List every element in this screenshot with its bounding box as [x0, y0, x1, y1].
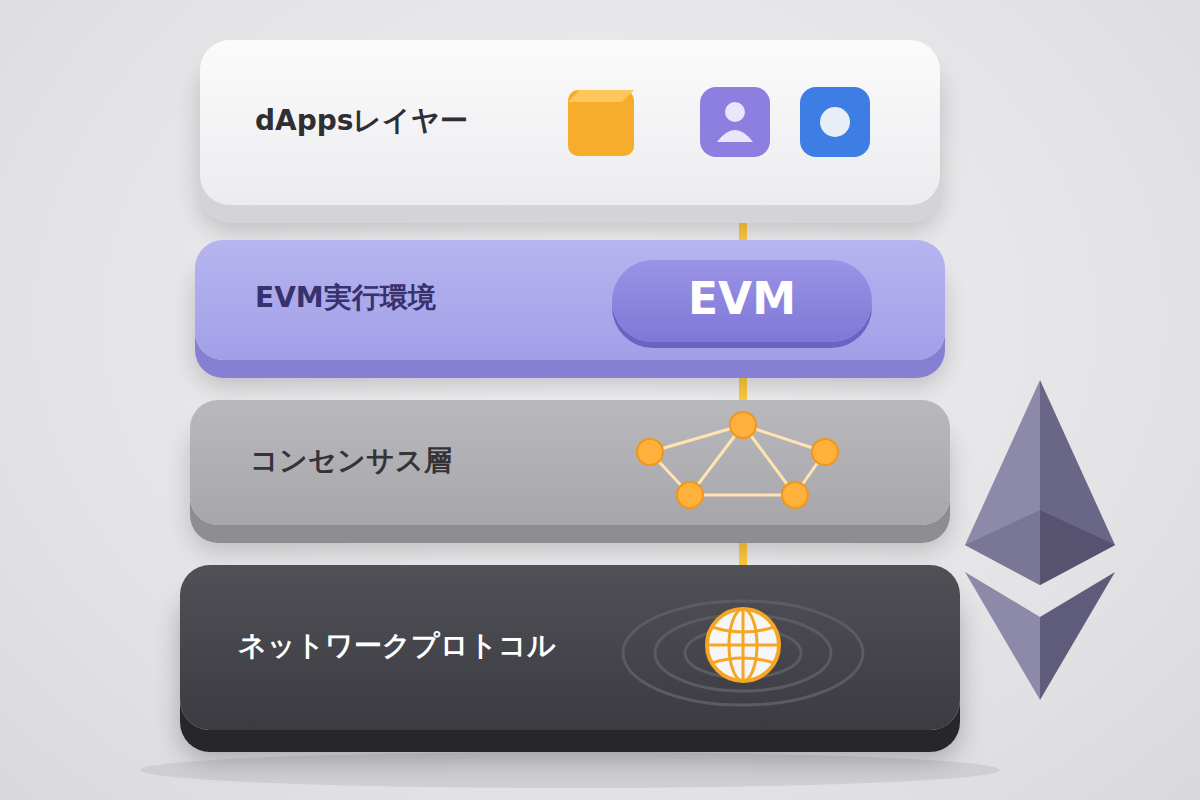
floor-shadow [140, 752, 1000, 788]
layer-label: EVM [688, 273, 796, 326]
glow-connector [743, 525, 744, 565]
layer-label: dAppsレイヤー [255, 104, 468, 138]
layer-label: コンセンサス層 [250, 444, 452, 478]
layer-label: EVM実行環境 [255, 281, 436, 315]
network-layer: ネットワークプロトコル [180, 565, 960, 730]
evm-layer: EVM実行環境 EVM [195, 240, 945, 360]
dapps-layer: dAppsレイヤー [200, 40, 940, 205]
consensus-layer: コンセンサス層 [190, 400, 950, 525]
layer-label: ネットワークプロトコル [238, 629, 556, 663]
evm-oval: EVM [612, 260, 872, 342]
ethereum-logo [965, 380, 1115, 700]
